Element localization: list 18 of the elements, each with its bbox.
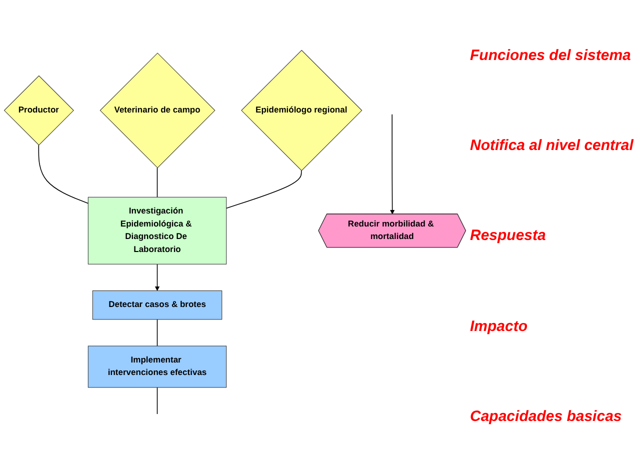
connector — [226, 170, 302, 209]
connector — [156, 318, 158, 346]
section-label: Funciones del sistema — [470, 46, 632, 64]
section-label: Impacto — [470, 318, 529, 335]
node-diamond: Epidemiólogo regional — [241, 50, 362, 171]
section-label: Notifica al nivel central — [470, 137, 635, 154]
connector — [156, 167, 158, 198]
node-box: Implementar intervenciones efectivas — [88, 346, 227, 388]
section-label: Capacidades basicas — [470, 408, 623, 426]
node-box: Investigación Epidemiológica & Diagnostico De Laboratorio — [88, 196, 227, 264]
connector — [156, 386, 158, 414]
node-diamond: Veterinario de campo — [100, 52, 216, 168]
arrow — [390, 114, 395, 214]
node-diamond: Productor — [4, 75, 74, 146]
section-label: Respuesta — [470, 227, 547, 244]
node-box: Detectar casos & brotes — [92, 290, 222, 320]
arrow — [154, 264, 160, 291]
connector — [38, 144, 89, 204]
